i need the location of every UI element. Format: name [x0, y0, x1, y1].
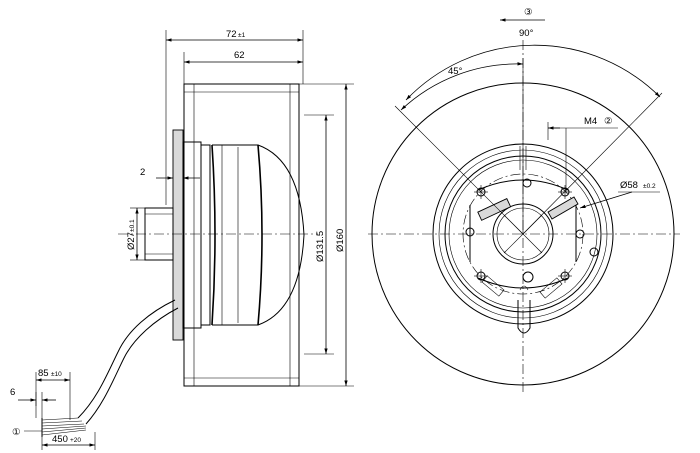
dim-overall-length-tol: ±1 [238, 32, 246, 39]
dim-bolt-circle: Ø58 [620, 180, 638, 191]
mounting-hole [558, 185, 572, 199]
motor-rotor-ring [200, 144, 211, 326]
dim-wire-end: 6 [10, 387, 15, 398]
label-plate [547, 196, 579, 220]
dim-angle-90: 90° [519, 28, 534, 39]
dim-motor-diameter: Ø131.5 [315, 231, 326, 262]
callout-2: ② [604, 116, 613, 127]
dim-body-length: 62 [234, 50, 245, 61]
front-view: 45° 90° ③ M4 ② Ø58 ±0.2 [368, 7, 680, 395]
dim-hub-diameter-tol: ±0.1 [129, 219, 136, 232]
callout-3: ③ [524, 7, 533, 18]
cable-sheath [77, 299, 176, 419]
cable: 85 ±10 6 ① 450 +20 [10, 299, 179, 450]
impeller-wheel-outline [183, 83, 300, 387]
dim-angle-45: 45° [448, 66, 463, 77]
dim-strip-length-tol: ±10 [51, 371, 62, 378]
dim-wheel-diameter: Ø160 [335, 229, 346, 252]
dim-hub-diameter: Ø27 [126, 232, 137, 250]
motor-housing [212, 144, 305, 326]
dim-overall-length: 72 [226, 29, 237, 40]
dim-bolt-circle-tol: ±0.2 [643, 183, 656, 190]
callout-1: ① [12, 427, 21, 438]
dim-flange-thickness: 2 [140, 167, 145, 178]
mounting-hole [558, 269, 572, 283]
label-plate [477, 198, 512, 221]
dim-strip-length: 85 [38, 368, 49, 379]
mounting-hole [474, 269, 488, 283]
dim-cable-length-tol: +20 [70, 437, 81, 444]
thread-label: M4 [584, 116, 597, 127]
side-view: 72 ±1 62 2 Ø27 ±0.1 Ø131.5 Ø160 [118, 29, 354, 387]
dim-cable-length: 450 [52, 434, 68, 445]
